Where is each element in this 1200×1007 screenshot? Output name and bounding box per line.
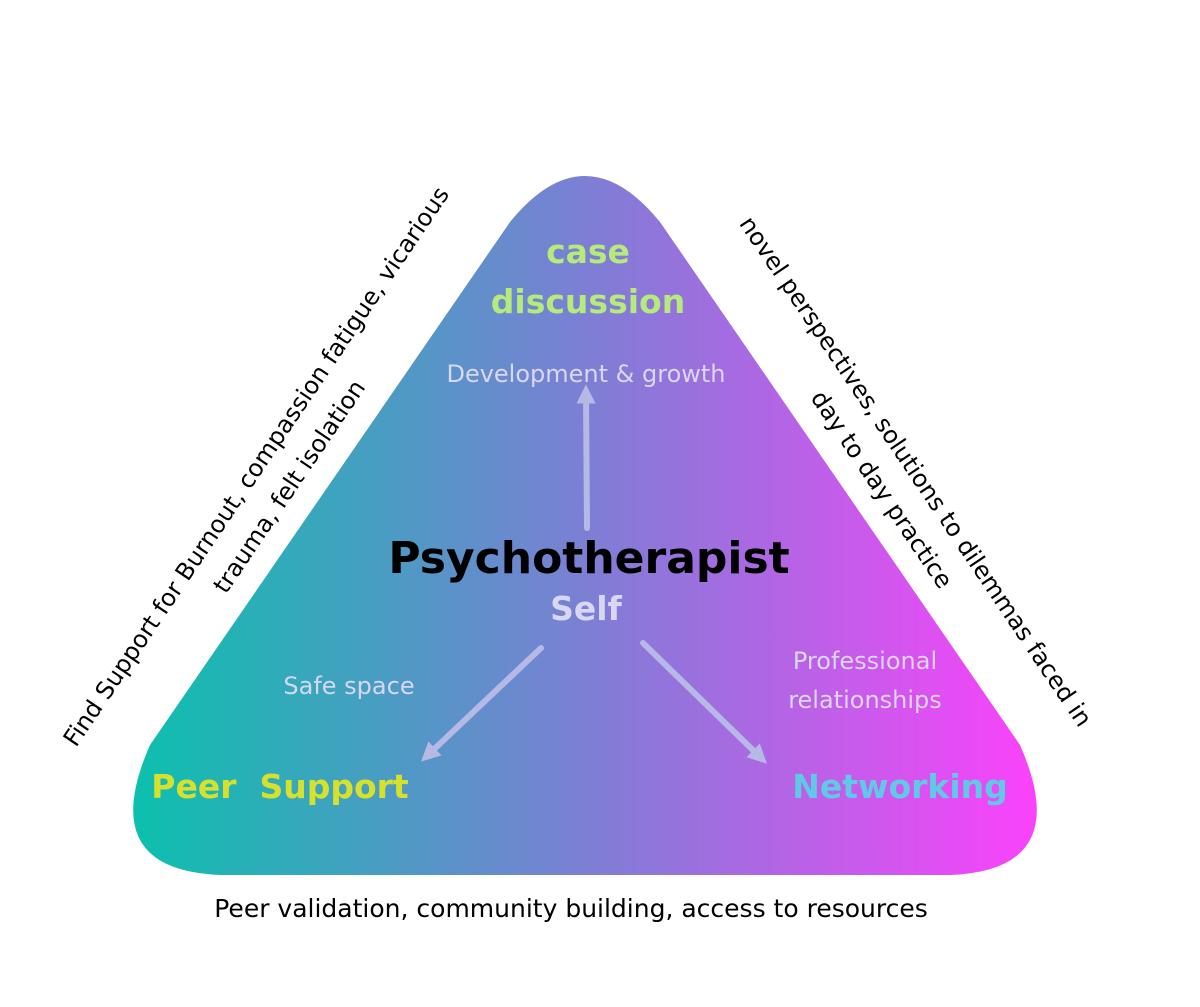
arrow-right: [640, 640, 767, 764]
arrow-up: [576, 384, 596, 531]
arrow-label-safe-space: Safe space: [283, 672, 414, 700]
arrow-label-professional-line1: Professional: [793, 647, 937, 675]
bottom-side-label: Peer validation, community building, acc…: [214, 894, 928, 923]
arrow-left: [421, 645, 544, 762]
arrow-label-professional-line2: relationships: [788, 686, 942, 714]
bottom-right-vertex-label: Networking: [792, 767, 1008, 806]
center-subtitle: Self: [550, 589, 622, 628]
arrow-label-development: Development & growth: [446, 360, 725, 388]
top-vertex-label-line2: discussion: [491, 282, 685, 321]
center-title: Psychotherapist: [388, 533, 789, 584]
top-vertex-label-line1: case: [546, 232, 630, 271]
bottom-left-vertex-label: Peer Support: [151, 767, 409, 806]
